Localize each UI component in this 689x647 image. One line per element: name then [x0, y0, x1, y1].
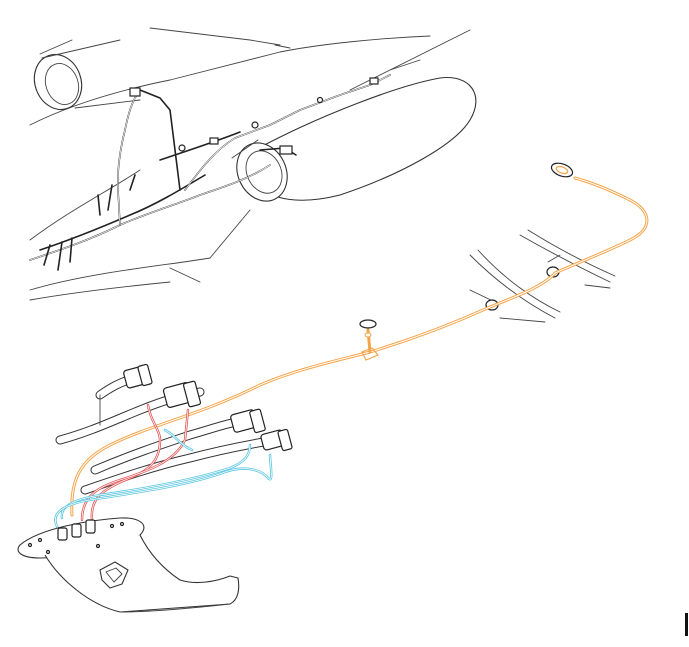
stub-connector: [359, 319, 377, 329]
connector-3: [230, 408, 266, 434]
engine-nacelle: [231, 76, 477, 202]
connector-1: [123, 363, 153, 389]
blue-cables: [54, 428, 273, 530]
connector-4: [260, 428, 293, 452]
antenna-base-plate: [17, 517, 240, 613]
bulkhead-frames: [469, 229, 616, 323]
orange-cable-run: [70, 162, 649, 517]
connector-2: [162, 380, 202, 408]
aircraft-fuselage: [29, 27, 471, 301]
wiring-harness: [29, 74, 391, 271]
intake-opening: [33, 53, 83, 111]
shield-logo-icon: [99, 561, 129, 589]
edge-marker: [685, 613, 688, 636]
antenna-connector-top: [550, 162, 574, 178]
connector-assemblies: [55, 363, 293, 495]
